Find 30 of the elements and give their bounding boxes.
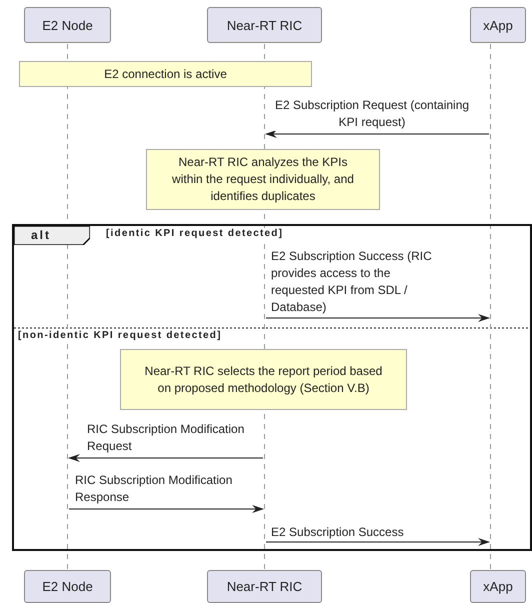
lifeline [489, 44, 492, 569]
participant-box [207, 7, 322, 43]
guard-condition: [non-identic KPI request detected] [18, 330, 222, 341]
participant-name: E2 Node [42, 18, 93, 32]
guard-condition: [identic KPI request detected] [106, 228, 284, 239]
participant-name: xApp [483, 579, 513, 594]
note-box [19, 61, 312, 87]
participant-box [470, 7, 526, 43]
participant-name: Near-RT RIC [226, 579, 302, 594]
participant-box [470, 570, 526, 603]
note-text: E2 connection is active [104, 66, 227, 82]
alt-frame [12, 224, 532, 551]
note-box [146, 149, 380, 210]
message-arrow [266, 314, 490, 322]
message-arrow [266, 538, 490, 546]
note-box [120, 349, 407, 410]
participant-box [24, 7, 111, 43]
message-arrow [265, 130, 490, 138]
message-arrow [68, 454, 264, 462]
participant-name: xApp [483, 18, 513, 32]
fragment-operator: alt [31, 228, 52, 242]
participant-box [24, 570, 111, 603]
message-arrow [68, 505, 264, 513]
participant-name: Near-RT RIC [226, 18, 302, 32]
note-text: Near-RT RIC selects the report period based on proposed methodology (Section V.B) [144, 362, 384, 396]
message-label: RIC Subscription Modification Response [75, 472, 235, 506]
participant-name: E2 Node [42, 579, 93, 594]
note-text: Near-RT RIC analyzes the KPIs within the request individually, and identifies duplicates [171, 154, 355, 205]
participant-box [207, 570, 322, 603]
message-label: RIC Subscription Modification Request [87, 421, 247, 455]
